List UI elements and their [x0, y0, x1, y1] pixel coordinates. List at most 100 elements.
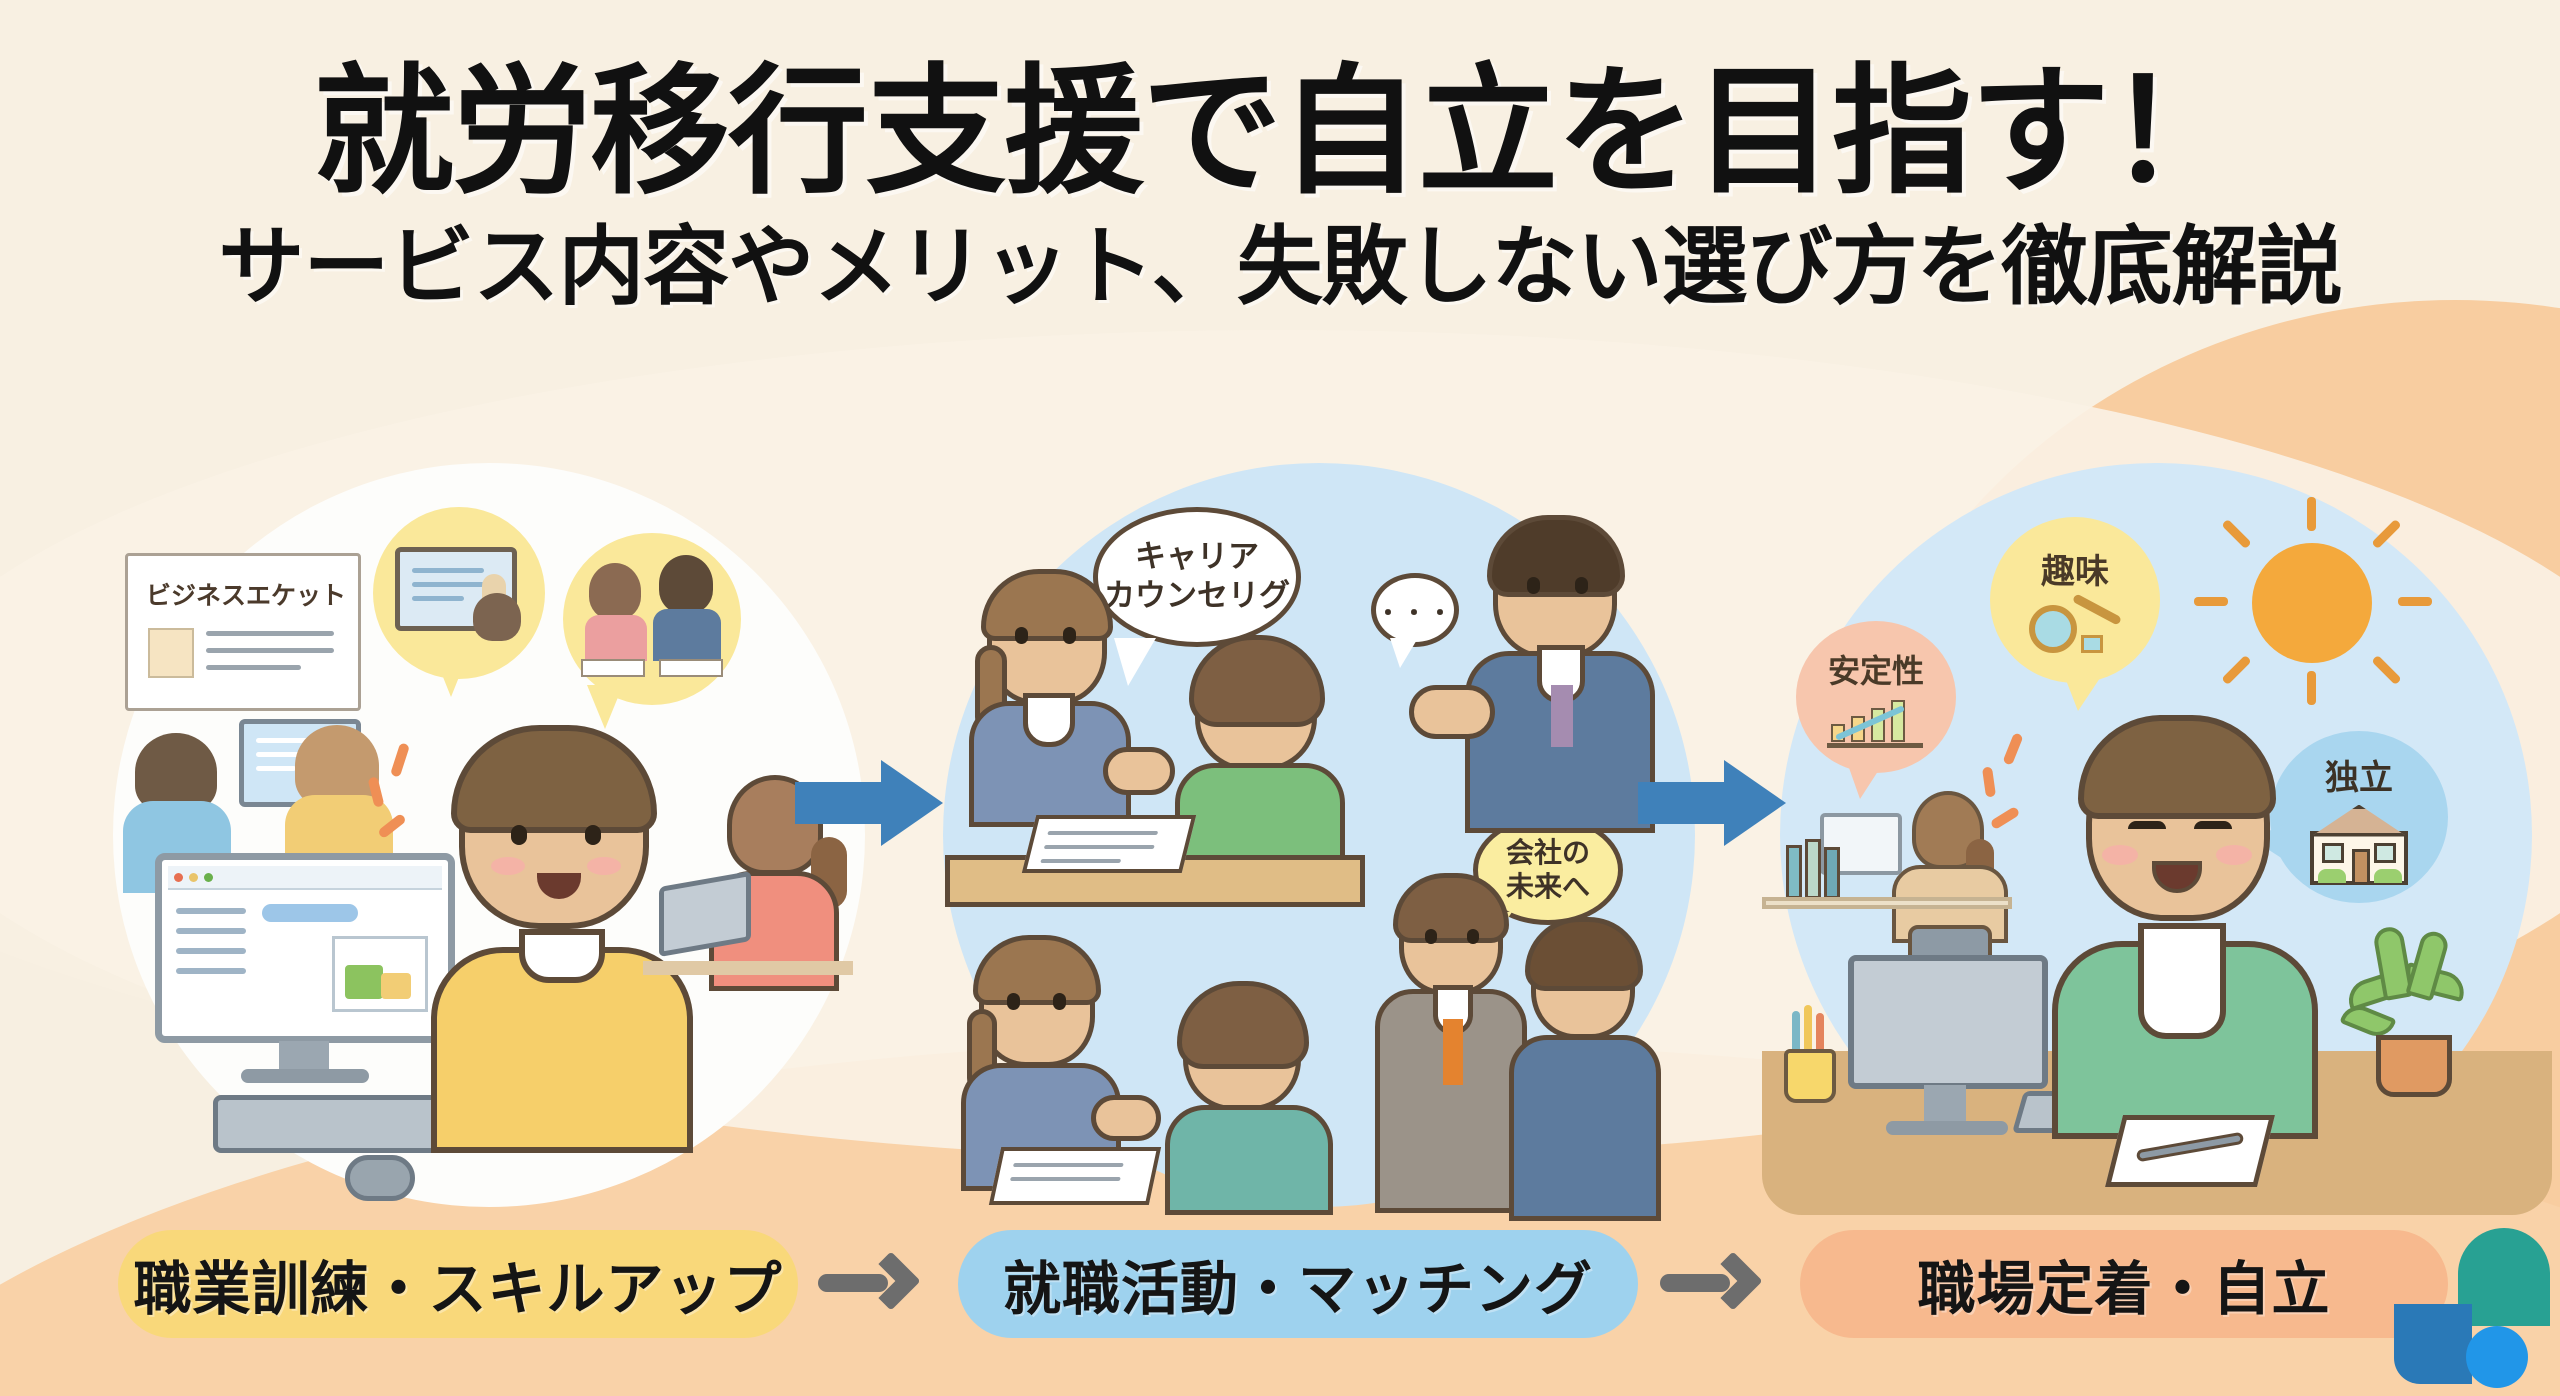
- arrow-shaft: [818, 1274, 888, 1292]
- magnifier-icon: [2025, 592, 2125, 657]
- house-door: [2352, 848, 2370, 885]
- bubble-tail: [1390, 638, 1418, 668]
- sun-icon: [2252, 543, 2372, 663]
- bubble-stability: 安定性: [1796, 621, 1956, 799]
- bubble-online-learning: [373, 507, 545, 697]
- potted-plant: [2336, 924, 2486, 1125]
- main-monitor: [155, 853, 455, 1083]
- main-worker: [2046, 715, 2346, 1139]
- screen-line: [412, 596, 464, 601]
- house-bush: [2318, 868, 2346, 883]
- trainee-cheek: [587, 857, 621, 875]
- panel-workplace-settlement: 安定性 趣味: [1762, 455, 2552, 1215]
- brand-logo[interactable]: [2394, 1222, 2550, 1388]
- desk-edge: [643, 961, 853, 975]
- poster-text-line: [206, 631, 334, 636]
- man-tie: [1551, 685, 1573, 747]
- client-hair: [1189, 635, 1325, 727]
- poster-thumbnail: [148, 628, 194, 678]
- student-head-right: [295, 725, 379, 807]
- arrow-head: [861, 1251, 921, 1311]
- trainee-cheek: [491, 857, 525, 875]
- businessman-top: [1409, 503, 1685, 833]
- screen-line: [256, 738, 316, 743]
- magnifier-handle: [2071, 592, 2123, 626]
- illustration-panels: ビジネスエケット: [0, 455, 2560, 1221]
- man-eye: [1575, 577, 1588, 594]
- bubble-interview: [563, 533, 741, 729]
- plant-pot: [2376, 1035, 2452, 1097]
- pencil: [1792, 1011, 1800, 1055]
- magnifier-lens: [2029, 604, 2077, 653]
- poster-text-line: [206, 648, 334, 653]
- worker-shirt: [2138, 923, 2226, 1039]
- screen-line: [412, 568, 484, 573]
- bubble-line-1: キャリア: [1135, 539, 1259, 575]
- content-line: [176, 948, 246, 954]
- bubble-tail: [435, 657, 467, 697]
- man-eye: [1527, 577, 1540, 594]
- logo-square-shape: [2394, 1304, 2472, 1384]
- sun-ray: [2307, 497, 2316, 531]
- monitor-stand: [279, 1041, 329, 1073]
- counselor-eye: [1063, 627, 1076, 644]
- bubble-tail: [1114, 638, 1156, 686]
- magnifier-accent: [2081, 634, 2103, 653]
- house-window: [2374, 842, 2396, 863]
- step-pill-training[interactable]: 職業訓練・スキルアップ: [118, 1230, 798, 1338]
- worker-eye: [2194, 821, 2232, 829]
- bubble-stability-label: 安定性: [1827, 653, 1924, 689]
- whiteboard-poster: ビジネスエケット: [125, 553, 361, 711]
- worker-cheek: [2102, 845, 2138, 865]
- main-trainee: [425, 725, 725, 1153]
- bubble-hobby-label: 趣味: [2041, 552, 2109, 591]
- book: [1786, 845, 1802, 899]
- screen-line: [412, 582, 484, 587]
- paper-line: [1043, 845, 1155, 849]
- paper-line: [1012, 1163, 1124, 1167]
- man-hand: [1409, 685, 1495, 739]
- counselor-bottom: [947, 935, 1177, 1221]
- window-dot: [204, 873, 213, 882]
- step-pill-settlement[interactable]: 職場定着・自立: [1800, 1230, 2448, 1338]
- monitor-base: [1886, 1121, 2008, 1135]
- page-subtitle: サービス内容やメリット、失敗しない選び方を徹底解説: [218, 219, 2342, 316]
- step-pills: 職業訓練・スキルアップ 就職活動・マッチング 職場定着・自立: [0, 1230, 2560, 1350]
- content-line: [176, 968, 246, 974]
- employee-right: [1509, 917, 1661, 1221]
- counselor-hand: [1103, 747, 1175, 795]
- bubble-tail: [2064, 675, 2102, 711]
- content-highlight: [262, 904, 358, 922]
- employee-left: [1375, 873, 1527, 1213]
- counselor-eye: [1053, 993, 1066, 1010]
- keyboard-icon: [213, 1095, 451, 1153]
- counselor-eye: [1007, 993, 1020, 1010]
- counselor-hair: [973, 935, 1101, 1005]
- client-bottom: [1165, 981, 1385, 1215]
- pencil-cup: [1784, 1005, 1836, 1103]
- bubble-dots-text: ・・・: [1376, 599, 1454, 627]
- worker-eye: [2128, 821, 2166, 829]
- interviewee-body-icon: [653, 609, 721, 661]
- bubble-tail: [587, 685, 623, 729]
- trainee-eye: [585, 825, 601, 845]
- pencil: [1816, 1013, 1824, 1055]
- interviewee-head-icon: [659, 555, 713, 613]
- viewer-head-icon: [473, 593, 521, 641]
- step-arrow-1: [818, 1251, 928, 1314]
- step-pill-job-hunting[interactable]: 就職活動・マッチング: [958, 1230, 1638, 1338]
- paper-line: [1009, 1177, 1121, 1181]
- arrow-shaft: [1660, 1274, 1730, 1292]
- bubble-line-1: 会社の: [1505, 837, 1590, 869]
- counselor-hand: [1091, 1095, 1161, 1141]
- browser-toolbar: [168, 866, 442, 890]
- book: [1824, 847, 1840, 899]
- document-icon: [659, 659, 723, 677]
- worker-hair: [2078, 715, 2276, 819]
- arrow-head: [881, 760, 943, 846]
- screen-line: [256, 766, 296, 771]
- client-hair: [1177, 981, 1309, 1069]
- sun-ray: [2194, 597, 2228, 606]
- window-dot: [189, 873, 198, 882]
